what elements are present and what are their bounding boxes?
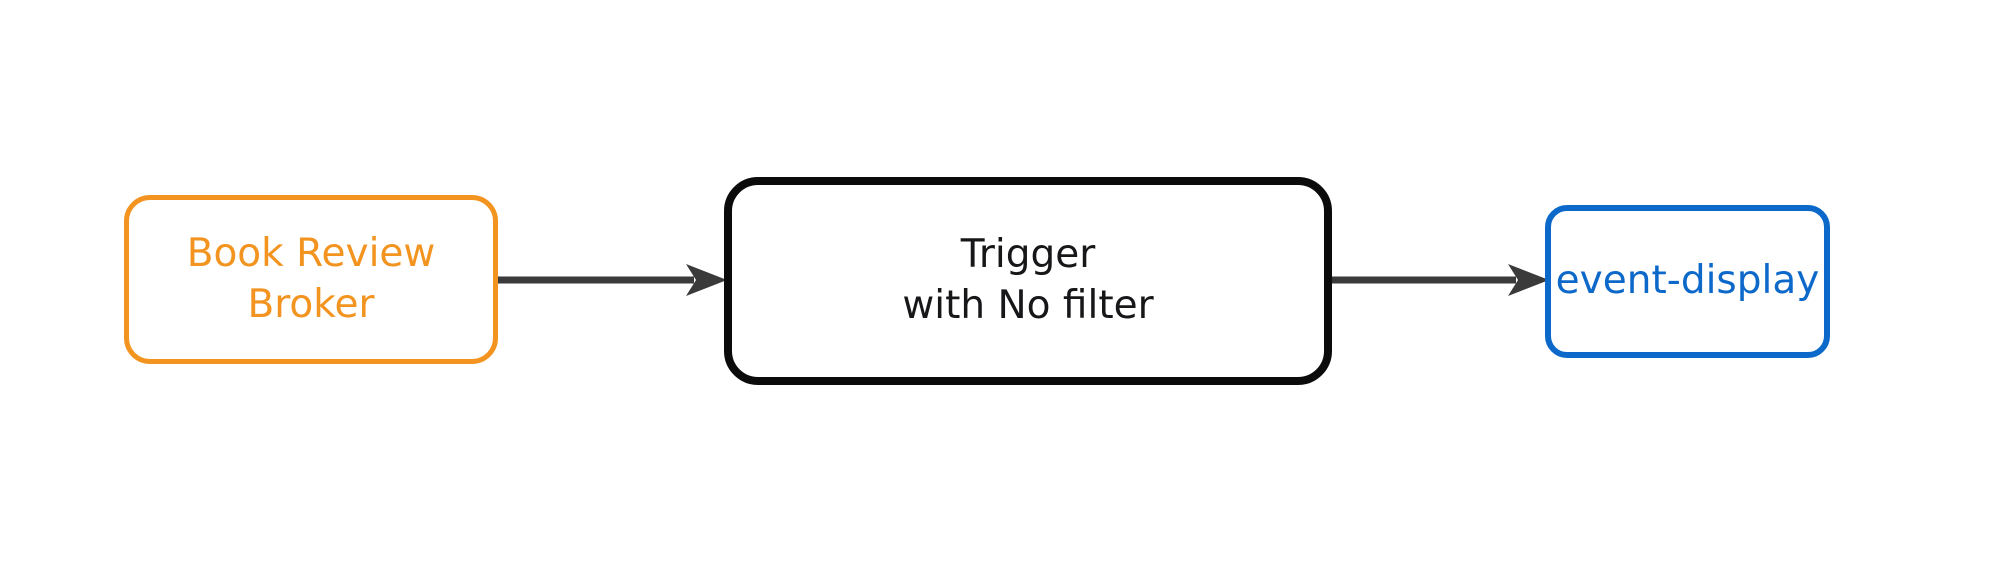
- node-book-review-broker[interactable]: Book Review Broker: [124, 195, 498, 364]
- edge-broker-to-trigger: [498, 264, 727, 296]
- node-trigger[interactable]: Trigger with No filter: [724, 177, 1332, 385]
- arrowhead-icon: [686, 264, 727, 296]
- arrowhead-icon: [1508, 264, 1549, 296]
- node-event-display-label: event-display: [1555, 258, 1820, 304]
- node-event-display[interactable]: event-display: [1545, 205, 1830, 358]
- node-book-review-broker-label: Book Review Broker: [186, 230, 436, 327]
- edge-trigger-to-sink: [1332, 264, 1549, 296]
- node-trigger-label: Trigger with No filter: [902, 232, 1154, 328]
